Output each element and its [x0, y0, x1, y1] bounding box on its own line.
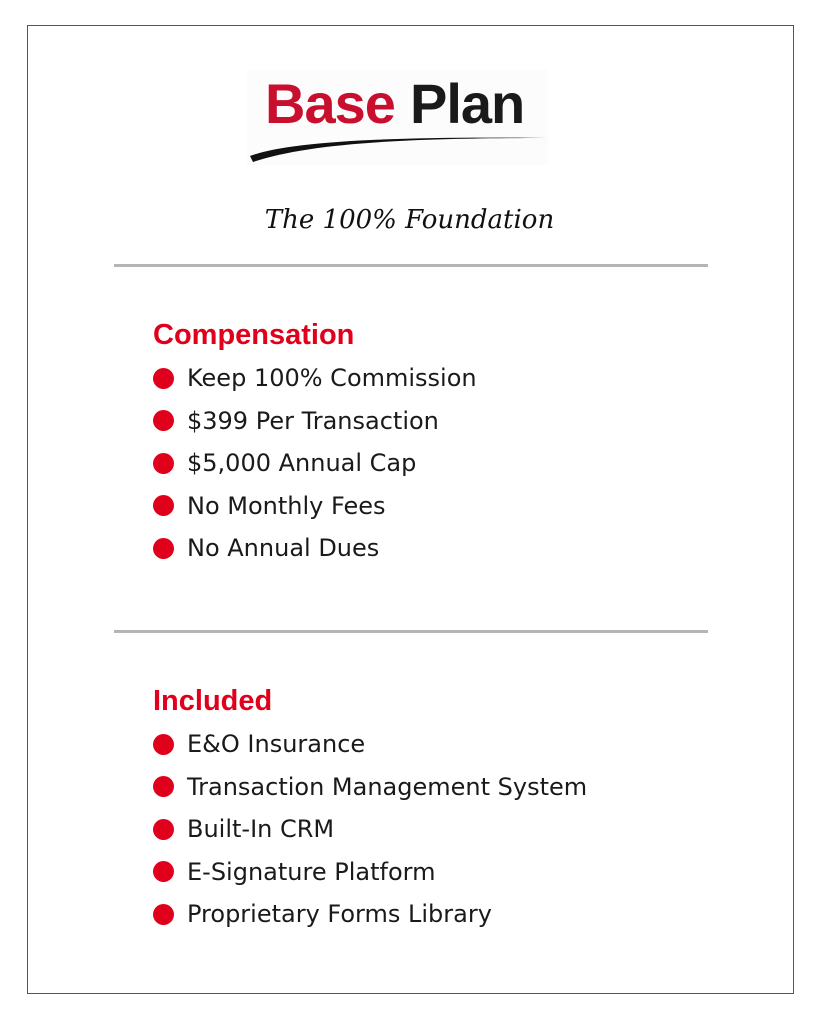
bullet-icon — [153, 537, 174, 559]
divider — [114, 264, 708, 267]
bullet-icon — [153, 495, 174, 517]
compensation-section: Compensation Keep 100% Commission $399 P… — [153, 313, 477, 570]
logo-word-base: Base — [265, 72, 396, 135]
section-heading: Compensation — [153, 319, 355, 351]
list-item: Keep 100% Commission — [153, 357, 477, 400]
bullet-icon — [153, 776, 174, 798]
bullet-icon — [153, 903, 174, 925]
list-item: E-Signature Platform — [153, 851, 587, 894]
item-label: $399 Per Transaction — [187, 406, 439, 435]
bullet-icon — [153, 452, 174, 474]
item-label: No Monthly Fees — [187, 491, 386, 520]
item-label: E-Signature Platform — [187, 857, 436, 886]
logo-swoosh-icon — [250, 137, 547, 162]
list-item: Transaction Management System — [153, 766, 587, 809]
bullet-icon — [153, 861, 174, 883]
bullet-icon — [153, 818, 174, 840]
list-item: Proprietary Forms Library — [153, 893, 587, 936]
list-item: $399 Per Transaction — [153, 400, 477, 443]
base-plan-logo: Base Plan — [247, 70, 548, 165]
item-label: E&O Insurance — [187, 730, 366, 759]
list-item: Built-In CRM — [153, 808, 587, 851]
tagline: The 100% Foundation — [264, 205, 555, 235]
list-item: No Monthly Fees — [153, 485, 477, 528]
bullet-icon — [153, 733, 174, 755]
list-item: $5,000 Annual Cap — [153, 442, 477, 485]
item-label: $5,000 Annual Cap — [187, 449, 417, 478]
item-label: No Annual Dues — [187, 534, 380, 563]
logo-word-plan: Plan — [410, 72, 525, 135]
list-item: No Annual Dues — [153, 527, 477, 570]
item-label: Built-In CRM — [187, 815, 335, 844]
item-label: Transaction Management System — [187, 772, 588, 801]
divider — [114, 630, 708, 633]
item-label: Keep 100% Commission — [187, 364, 477, 393]
included-section: Included E&O Insurance Transaction Manag… — [153, 679, 587, 936]
bullet-icon — [153, 367, 174, 389]
list-item: E&O Insurance — [153, 723, 587, 766]
bullet-icon — [153, 410, 174, 432]
section-heading: Included — [153, 685, 273, 717]
item-label: Proprietary Forms Library — [187, 900, 492, 929]
